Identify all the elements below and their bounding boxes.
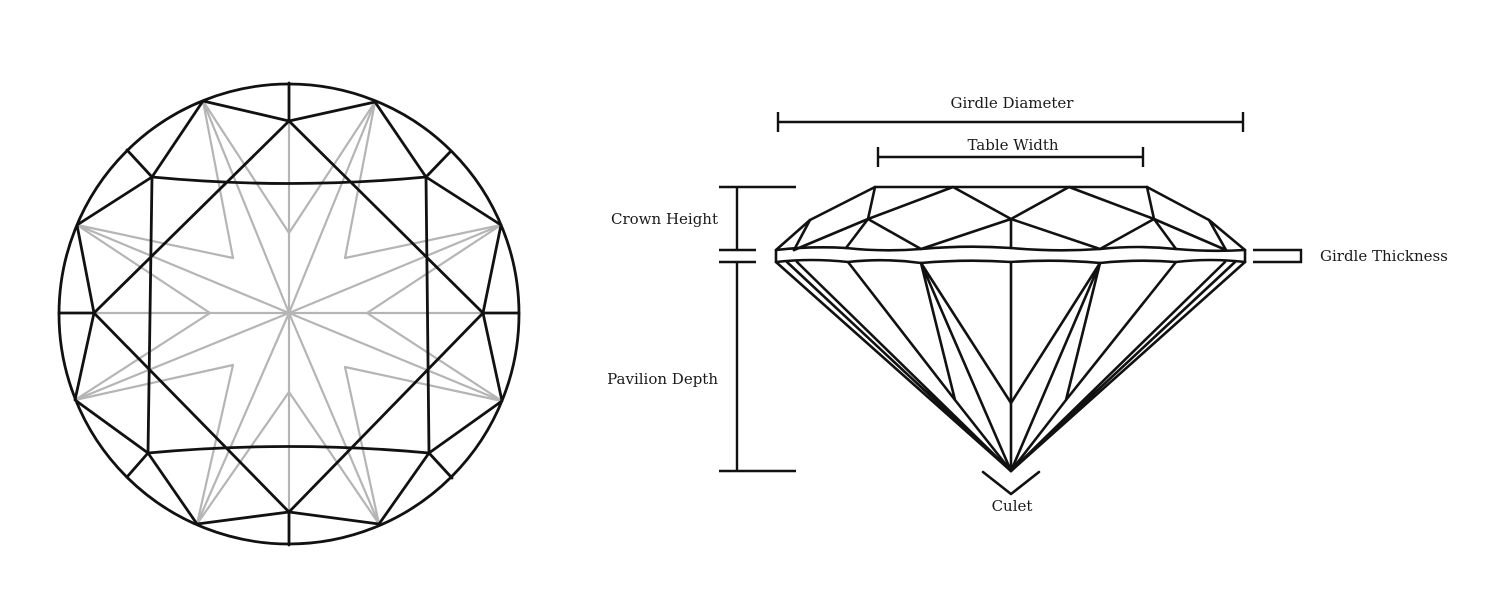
culet-marker <box>981 470 1041 496</box>
table-width-line <box>876 147 1145 167</box>
culet-label: Culet <box>991 497 1033 515</box>
pavilion-facets-gray <box>73 99 504 526</box>
pavilion-depth-line <box>719 260 796 473</box>
dimension-lines <box>719 112 1303 473</box>
diamond-top-view <box>57 81 521 547</box>
girdle-diameter-label: Girdle Diameter <box>950 94 1074 112</box>
crown-height-line <box>719 185 796 252</box>
girdle-thickness-label: Girdle Thickness <box>1320 247 1448 265</box>
girdle-thickness-bracket <box>1253 248 1303 264</box>
crown-facets-black <box>57 81 521 547</box>
girdle <box>774 245 1247 265</box>
girdle-diameter-line <box>776 112 1245 132</box>
pavilion <box>774 260 1247 473</box>
table-width-label: Table Width <box>967 136 1059 154</box>
pavilion-depth-label: Pavilion Depth <box>607 370 718 388</box>
crown <box>774 185 1247 252</box>
diamond-side-view <box>774 185 1247 496</box>
crown-height-label: Crown Height <box>611 210 718 228</box>
